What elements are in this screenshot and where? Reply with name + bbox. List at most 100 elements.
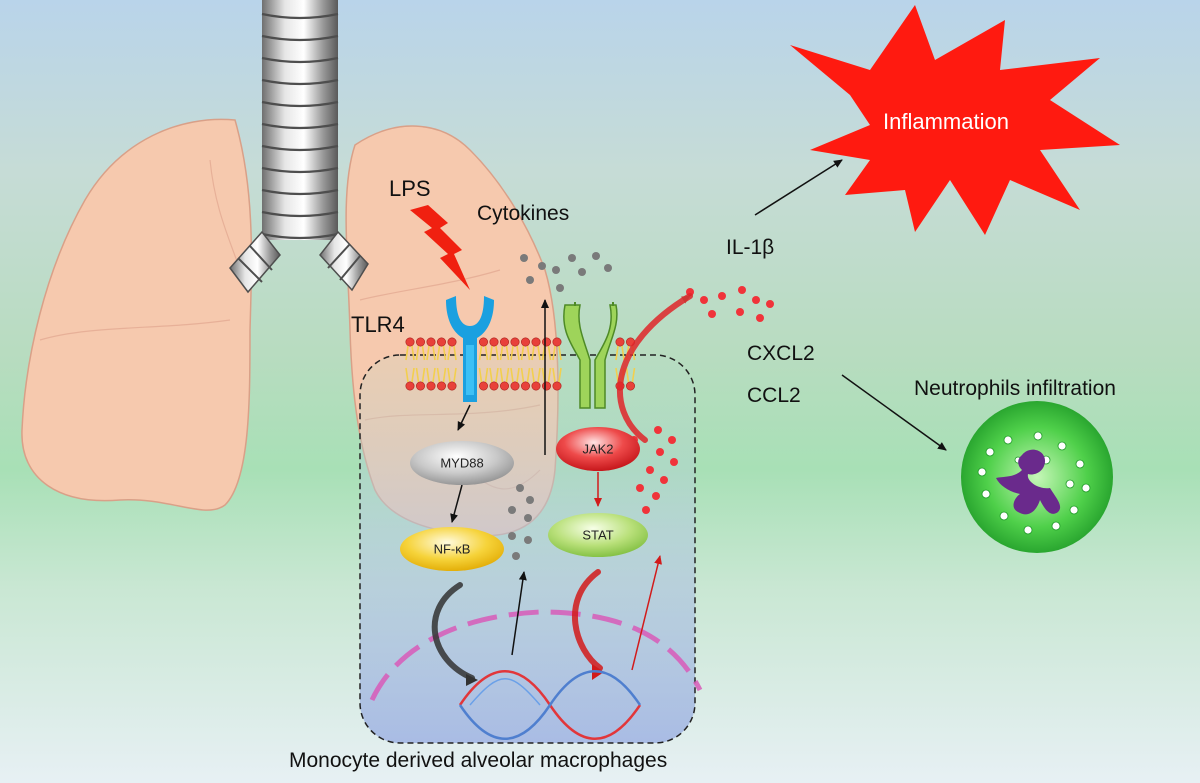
- signaling-arrows: [450, 159, 947, 671]
- membrane-lipid-tail: [484, 345, 489, 361]
- membrane-lipid-tail: [552, 345, 556, 361]
- membrane-lipid-tail: [510, 367, 514, 383]
- membrane-lipid-head: [541, 381, 551, 391]
- tlr4-label: TLR4: [351, 312, 405, 337]
- membrane-lipid-tail: [405, 345, 409, 361]
- membrane-lipid-head: [426, 337, 436, 347]
- membrane-lipid-tail: [621, 345, 625, 361]
- membrane-lipid-tail: [432, 367, 436, 383]
- membrane-lipid-tail: [547, 345, 552, 361]
- membrane-lipid-tail: [442, 345, 447, 361]
- membrane-lipid-tail: [411, 367, 415, 383]
- cytokines-label: Cytokines: [477, 202, 570, 225]
- membrane-lipid-tail: [478, 367, 483, 383]
- membrane-lipid-tail: [541, 367, 546, 383]
- lps-label: LPS: [389, 176, 431, 201]
- membrane-lipid-tail: [489, 345, 493, 361]
- membrane-lipid-tail: [447, 345, 451, 361]
- membrane-lipid-head: [615, 337, 625, 347]
- nucleus-envelope: [369, 609, 703, 702]
- dna-icon: [458, 670, 642, 740]
- membrane-lipid-head: [520, 337, 530, 347]
- membrane-lipid-tail: [505, 367, 510, 383]
- nfkb-node: [400, 527, 504, 571]
- membrane-lipid-tail: [421, 345, 426, 361]
- membrane-lipid-head: [531, 337, 541, 347]
- cxcl2-label: CXCL2: [747, 342, 815, 365]
- membrane-lipid-tail: [411, 345, 415, 361]
- membrane-lipid-tail: [625, 367, 630, 383]
- cytokine-receptor-icon: [563, 302, 618, 409]
- membrane-lipid-head: [531, 381, 541, 391]
- membrane-lipid-tail: [415, 367, 420, 383]
- inflammation-burst-icon: [790, 5, 1120, 235]
- membrane-lipid-tail: [489, 367, 493, 383]
- membrane-lipid-tail: [495, 345, 499, 361]
- nfkb-to-dna-arrow: [431, 582, 475, 681]
- membrane-lipid-head: [510, 381, 520, 391]
- membrane-lipid-tail: [453, 345, 457, 361]
- stat-node: [548, 513, 648, 557]
- membrane-lipid-tail: [499, 367, 504, 383]
- membrane-lipid-head: [426, 381, 436, 391]
- membrane-lipid-tail: [516, 345, 520, 361]
- membrane-lipid-head: [436, 337, 446, 347]
- membrane-lipid-head: [489, 337, 499, 347]
- membrane-lipid-tail: [615, 345, 619, 361]
- membrane-lipid-tail: [499, 345, 504, 361]
- membrane-lipid-tail: [442, 367, 447, 383]
- tlr4-receptor-icon: [446, 296, 494, 402]
- membrane-lipid-head: [447, 381, 457, 391]
- secretion-arrow: [616, 293, 693, 443]
- membrane-lipid-head: [415, 337, 425, 347]
- neutrophil-icon: [961, 401, 1113, 553]
- membrane-lipid-head: [405, 381, 415, 391]
- stat-label: STAT: [582, 527, 614, 543]
- membrane-lipid-tail: [558, 367, 562, 383]
- macrophages-label: Monocyte derived alveolar macrophages: [289, 749, 668, 772]
- membrane-lipid-head: [478, 337, 488, 347]
- membrane-lipid-tail: [531, 345, 535, 361]
- membrane-lipid-tail: [436, 367, 441, 383]
- membrane-lipid-tail: [552, 367, 556, 383]
- cytokine-dots: [508, 252, 612, 560]
- trachea-illustration: [229, 0, 369, 294]
- membrane-lipid-tail: [531, 367, 535, 383]
- membrane-lipid-tail: [415, 345, 420, 361]
- membrane-lipid-tail: [520, 345, 525, 361]
- inflammation-label: Inflammation: [883, 109, 1009, 134]
- il1b-label: IL-1β: [726, 236, 775, 259]
- membrane-lipid-head: [499, 381, 509, 391]
- left-lung: [21, 118, 253, 511]
- membrane-lipid-tail: [426, 345, 430, 361]
- chemokine-dots: [630, 286, 774, 514]
- membrane-lipid-tail: [510, 345, 514, 361]
- membrane-lipid-tail: [436, 345, 441, 361]
- membrane-lipid-head: [489, 381, 499, 391]
- membrane-lipid-tail: [537, 345, 541, 361]
- stat-to-dna-arrow: [571, 569, 603, 671]
- membrane-lipid-head: [415, 381, 425, 391]
- membrane-lipid-head: [541, 337, 551, 347]
- membrane-lipid-tail: [505, 345, 510, 361]
- membrane-lipid-head: [552, 337, 562, 347]
- membrane-lipid-head: [552, 381, 562, 391]
- membrane-lipid-tail: [516, 367, 520, 383]
- membrane-lipid-head: [520, 381, 530, 391]
- membrane-lipid-tail: [526, 345, 531, 361]
- membrane-lipid-tail: [537, 367, 541, 383]
- membrane-lipid-tail: [484, 367, 489, 383]
- membrane-lipid-tail: [447, 367, 451, 383]
- lightning-icon: [410, 205, 470, 290]
- jak2-node: [556, 427, 640, 471]
- myd88-node: [410, 441, 514, 485]
- membrane-lipid-tail: [432, 345, 436, 361]
- membrane-lipid-head: [625, 381, 635, 391]
- membrane-lipid-tail: [453, 367, 457, 383]
- membrane-lipid-head: [405, 337, 415, 347]
- membrane-lipid-tail: [520, 367, 525, 383]
- membrane-lipid-tail: [405, 367, 409, 383]
- ccl2-label: CCL2: [747, 384, 801, 407]
- jak2-label: JAK2: [582, 441, 614, 457]
